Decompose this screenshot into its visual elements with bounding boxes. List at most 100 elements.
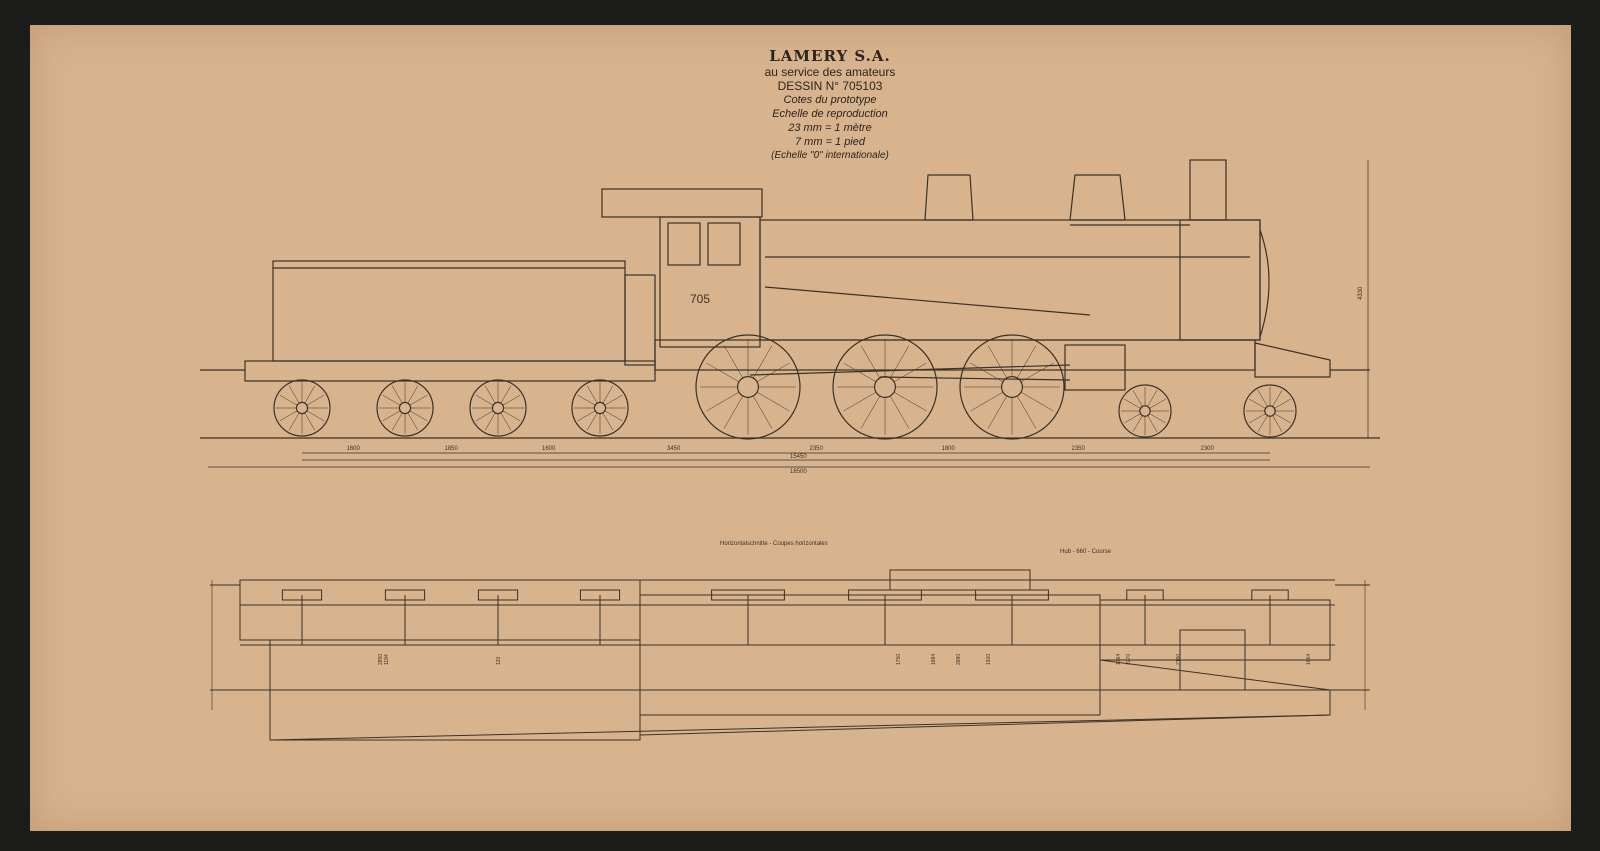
- wheel-spoke: [1149, 398, 1166, 409]
- wheel-spoke: [577, 410, 596, 422]
- wheel: [695, 334, 801, 440]
- wheel-spoke: [1020, 362, 1054, 383]
- wheel-spoke: [602, 385, 614, 404]
- buffer-beam-front: [1254, 342, 1331, 378]
- wheel-spoke: [1272, 415, 1283, 432]
- wheel-spoke: [1249, 413, 1266, 424]
- wheel-spoke: [391, 412, 403, 431]
- wheel: [832, 334, 938, 440]
- wheel-hub: [1139, 405, 1151, 417]
- cylinder-plan: [1179, 629, 1246, 691]
- wheel-spoke: [306, 410, 325, 422]
- wheel-hub: [736, 376, 759, 399]
- wheel-spoke: [987, 345, 1008, 379]
- company-name: LAMERY S.A.: [769, 47, 891, 65]
- wheelbase-label: 2350: [810, 446, 824, 452]
- wheelbase-label: 3450: [667, 446, 681, 452]
- wheel-spoke: [723, 345, 744, 379]
- wheel-spoke: [304, 385, 316, 404]
- cylinder: [1064, 344, 1126, 391]
- stroke-label: Hub - 660 - Course: [1060, 549, 1112, 555]
- sand-dome: [1069, 174, 1126, 221]
- wheel-spoke: [586, 412, 598, 431]
- wheel-spoke: [723, 395, 744, 429]
- plan-dim-label: 1884: [931, 654, 937, 665]
- wheel-spoke: [843, 362, 877, 383]
- wheel-spoke: [1249, 398, 1266, 409]
- wheel-spoke: [475, 394, 494, 406]
- tender-body: [272, 260, 626, 362]
- front-frame-plan: [1099, 599, 1331, 661]
- wheel-spoke: [1274, 398, 1291, 409]
- scale-heading: Echelle de reproduction: [772, 108, 888, 120]
- wheel-spoke: [604, 410, 623, 422]
- scale-metric: 23 mm = 1 mètre: [788, 122, 872, 134]
- wheel-spoke: [889, 395, 910, 429]
- wheel-spoke: [860, 345, 881, 379]
- wheel-spoke: [706, 362, 740, 383]
- cab-window-left: [667, 222, 701, 266]
- wheel-spoke: [382, 394, 401, 406]
- wheel-hub: [593, 401, 607, 415]
- wheel-hub: [1264, 405, 1276, 417]
- wheel-spoke: [970, 391, 1004, 412]
- wheel-spoke: [1274, 413, 1291, 424]
- wheel-spoke: [288, 385, 300, 404]
- scale-gauge: (Echelle "0" internationale): [771, 150, 889, 161]
- wheel-spoke: [1257, 390, 1268, 407]
- plan-dim-label: 1920: [986, 654, 992, 665]
- wheel-spoke: [586, 385, 598, 404]
- wheel-spoke: [602, 412, 614, 431]
- wheel-spoke: [475, 410, 494, 422]
- wheel-spoke: [1149, 413, 1166, 424]
- wheel-spoke: [1016, 345, 1037, 379]
- plan-dim-label: 120: [496, 656, 502, 665]
- wheel-spoke: [409, 394, 428, 406]
- motion-bracket-plan: [889, 569, 1031, 591]
- drawing-sheet: LAMERY S.A. au service des amateurs DESS…: [30, 25, 1571, 831]
- wheel-spoke: [409, 410, 428, 422]
- wheel-spoke: [1020, 391, 1054, 412]
- wheel: [1243, 384, 1297, 438]
- drawing-number: DESSIN N° 705103: [777, 79, 883, 93]
- wheel-spoke: [1132, 415, 1143, 432]
- wheelbase-label: 1600: [542, 446, 556, 452]
- wheel-spoke: [752, 395, 773, 429]
- wheel-hub: [398, 401, 412, 415]
- wheel-spoke: [502, 410, 521, 422]
- tender-frame: [244, 360, 656, 382]
- scale-imperial: 7 mm = 1 pied: [794, 136, 865, 148]
- cab: [659, 216, 761, 348]
- wheel-spoke: [843, 391, 877, 412]
- height-label: 4330: [1358, 286, 1364, 300]
- smokebox: [1179, 219, 1261, 341]
- wheel: [571, 379, 629, 437]
- wheel: [273, 379, 331, 437]
- wheel-hub: [491, 401, 505, 415]
- wheelbase-label: 1850: [445, 446, 459, 452]
- wheel-spoke: [1147, 390, 1158, 407]
- coupling-rod: [749, 364, 1071, 376]
- wheel-spoke: [756, 362, 790, 383]
- tagline: au service des amateurs: [764, 65, 896, 79]
- wheel-hub: [873, 376, 896, 399]
- cab-roof: [601, 188, 763, 218]
- wheel-spoke: [304, 412, 316, 431]
- plan-caption: Horizontalschnitte - Coupes horizontales: [720, 541, 828, 547]
- wheel-spoke: [1124, 398, 1141, 409]
- wheel-spoke: [756, 391, 790, 412]
- wheel-spoke: [970, 362, 1004, 383]
- wheel-hub: [1000, 376, 1023, 399]
- wheel-spoke: [288, 412, 300, 431]
- chimney: [1189, 159, 1227, 221]
- tender-step: [624, 274, 656, 366]
- wheel-hub: [295, 401, 309, 415]
- cab-window-right: [707, 222, 741, 266]
- wheel: [376, 379, 434, 437]
- wheel-spoke: [706, 391, 740, 412]
- plan-dim-label: 2270: [1126, 654, 1132, 665]
- wheel: [469, 379, 527, 437]
- plan-dim-label: 1750: [896, 654, 902, 665]
- plan-dim-label: 1664: [1306, 654, 1312, 665]
